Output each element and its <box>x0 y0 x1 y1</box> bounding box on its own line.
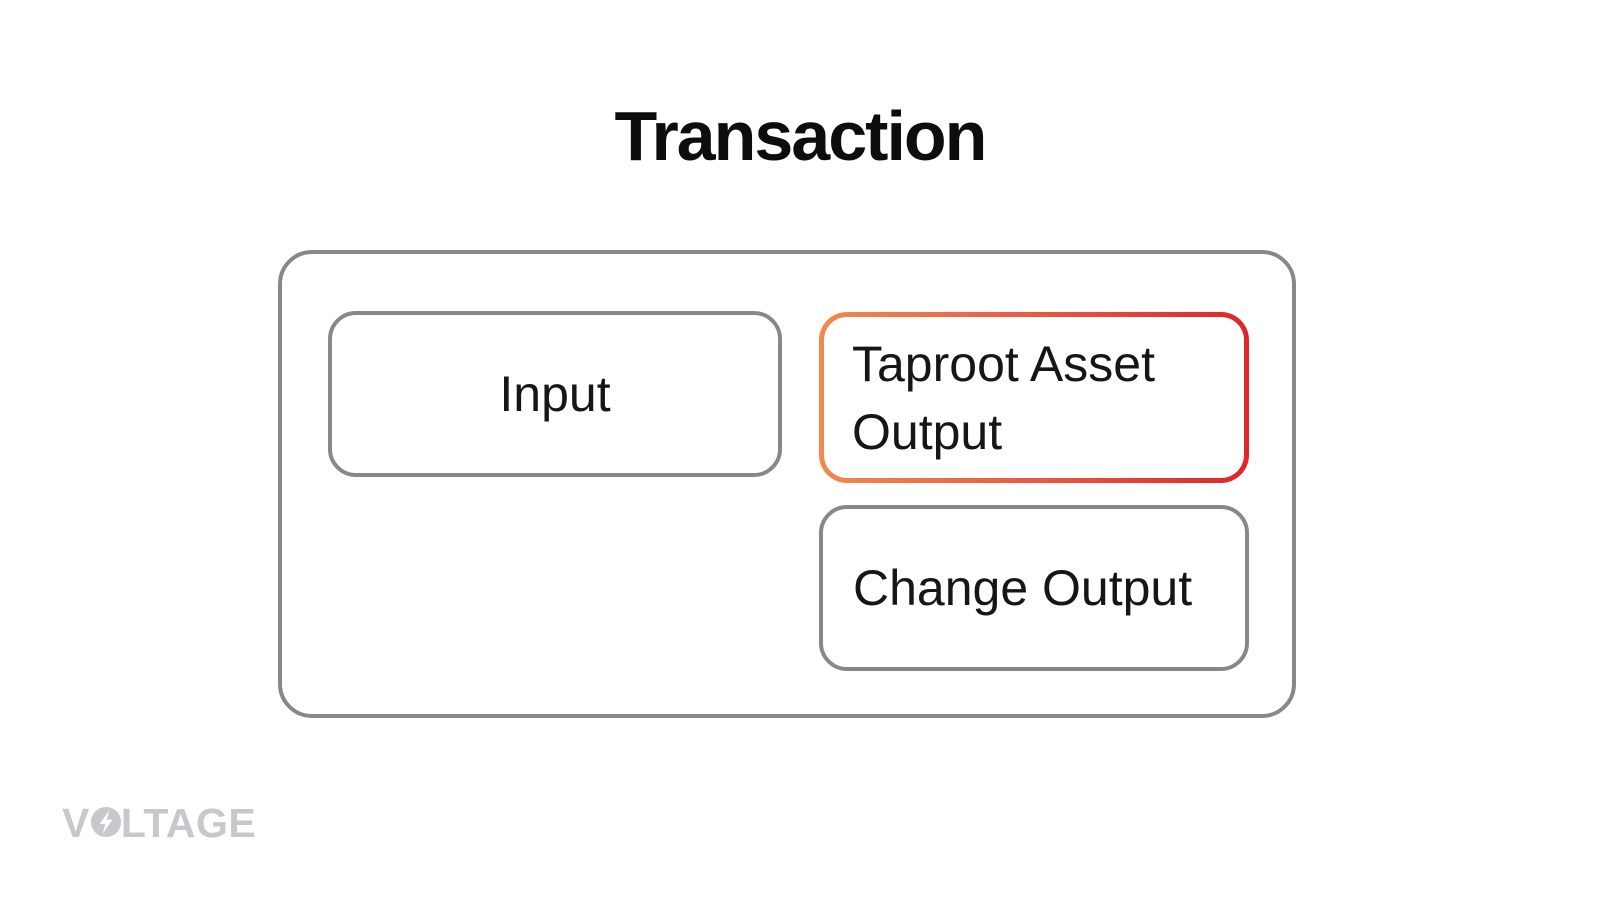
change-output-label: Change Output <box>853 560 1193 616</box>
taproot-asset-output-label: Taproot Asset Output <box>852 335 1155 460</box>
taproot-asset-output-box: Taproot Asset Output <box>819 312 1249 483</box>
change-output-box: Change Output <box>819 505 1249 671</box>
logo-letter-v: V <box>62 800 90 846</box>
logo-letters-ltage: LTAGE <box>120 800 257 846</box>
taproot-asset-output-inner: Taproot Asset Output <box>824 317 1244 478</box>
input-box: Input <box>328 311 782 477</box>
page-title: Transaction <box>614 97 988 175</box>
input-label: Input <box>499 366 611 422</box>
voltage-logo: V LTAGE <box>62 799 256 848</box>
transaction-container: Input Taproot Asset Output Change Output <box>278 250 1296 718</box>
lightning-o-icon <box>90 801 122 848</box>
